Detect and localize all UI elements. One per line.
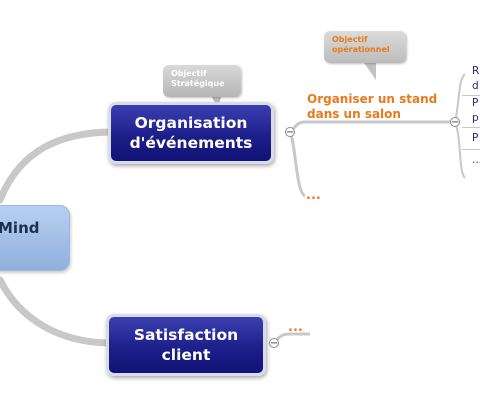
- callout-line: Objectif: [332, 35, 368, 44]
- link-sat-ellipsis: [272, 332, 310, 344]
- root-node-label: Mind: [0, 219, 40, 237]
- callout-objectif-strategique: Objectif Stratégique: [163, 65, 241, 97]
- leaf-item[interactable]: P p: [462, 96, 480, 128]
- link-root-organisation: [0, 128, 114, 204]
- callout-objectif-operationnel: Objectif opérationnel: [324, 31, 406, 63]
- leaf-item[interactable]: P: [462, 128, 480, 150]
- callout-line: Objectif: [171, 69, 207, 78]
- collapse-toggle-subtopic[interactable]: −: [450, 117, 460, 128]
- node-organisation-evenements[interactable]: Organisation d'événements: [108, 102, 274, 164]
- leaf-text: P: [472, 132, 479, 144]
- link-org-ellipsis: [288, 131, 307, 198]
- collapse-toggle-organisation[interactable]: −: [285, 127, 295, 138]
- leaf-text: R: [472, 65, 480, 77]
- link-root-satisfaction: [0, 276, 112, 347]
- link-org-subtopic: [288, 120, 455, 134]
- root-node[interactable]: [0, 205, 70, 271]
- leaf-text: d: [472, 80, 479, 92]
- subtopic-line: dans un salon: [307, 107, 401, 121]
- node-satisfaction-client[interactable]: Satisfaction client: [106, 314, 266, 376]
- leaf-item[interactable]: ...: [462, 150, 480, 172]
- node-label-line: client: [161, 346, 211, 364]
- leaf-text: P: [472, 97, 479, 109]
- callout-line: Stratégique: [171, 79, 225, 88]
- leaf-text: ...: [472, 154, 480, 166]
- node-label-line: Satisfaction: [133, 326, 239, 344]
- subtopic-line: Organiser un stand: [307, 92, 438, 106]
- subtopic-organiser-stand[interactable]: Organiser un stand dans un salon: [307, 92, 452, 122]
- leaf-list: R d P p P ...: [462, 64, 480, 172]
- callout-op-pointer: [362, 60, 376, 80]
- satisfaction-ellipsis[interactable]: ...: [288, 320, 303, 335]
- callout-line: opérationnel: [332, 45, 390, 54]
- subtopic-ellipsis[interactable]: ...: [306, 188, 321, 203]
- node-label-line: d'événements: [129, 134, 253, 152]
- leaf-text: p: [472, 112, 479, 124]
- collapse-toggle-satisfaction[interactable]: −: [269, 338, 279, 349]
- node-label-line: Organisation: [134, 114, 248, 132]
- leaf-item[interactable]: R d: [462, 64, 480, 96]
